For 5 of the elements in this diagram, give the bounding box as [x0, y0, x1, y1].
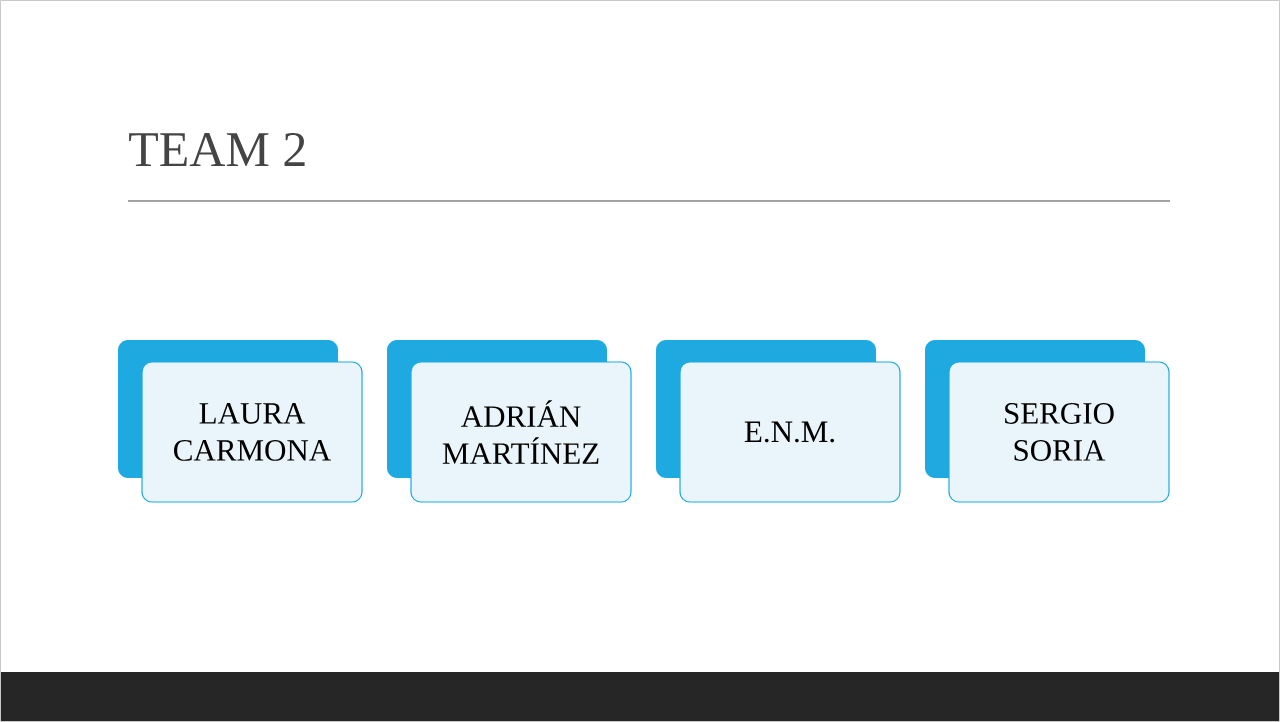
name-card: SERGIO SORIA	[925, 340, 1170, 503]
title: TEAM 2	[129, 132, 305, 166]
name-card: ADRIÁN MARTÍNEZ	[387, 340, 632, 503]
name-card: E.N.M.	[656, 340, 901, 503]
name-card: LAURA CARMONA	[118, 340, 363, 503]
